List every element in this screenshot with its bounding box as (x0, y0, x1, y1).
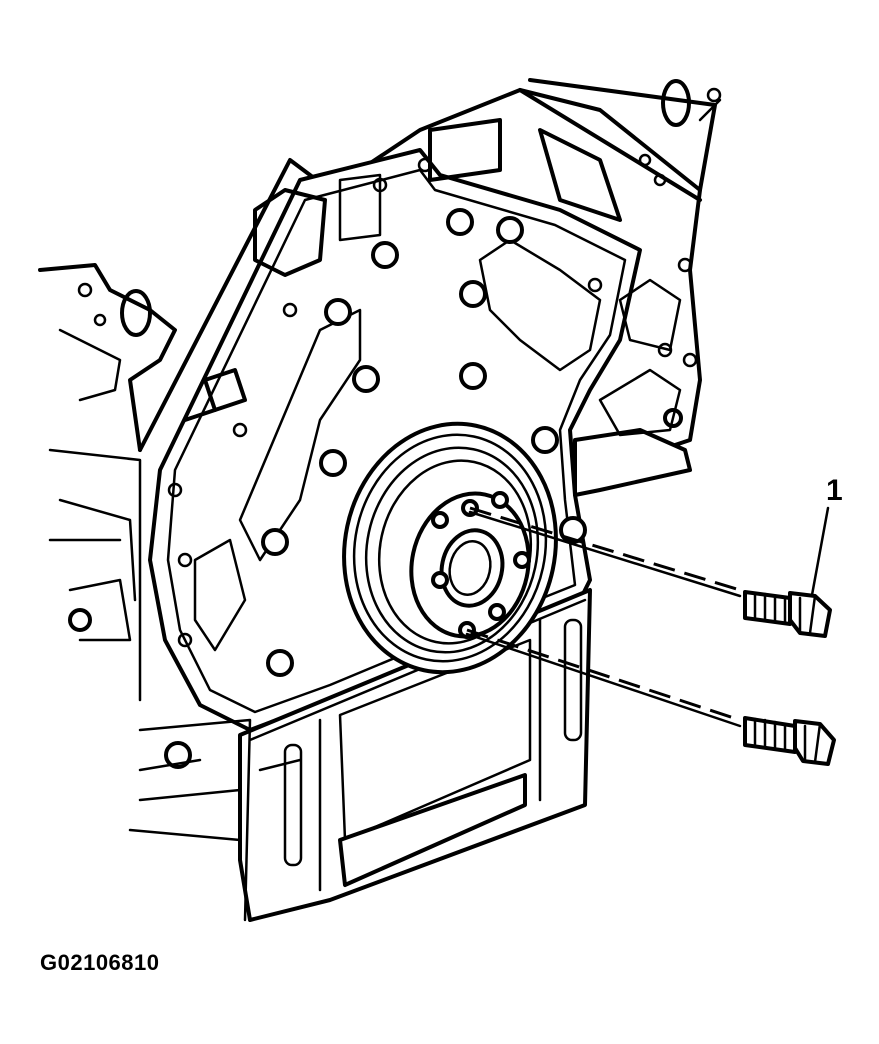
balancer-bolt-lower (743, 716, 836, 766)
bolt-alignment-lines (465, 506, 742, 728)
oil-pan (128, 588, 592, 922)
callout-number: 1 (826, 474, 843, 507)
figure-id-label: G02106810 (40, 950, 160, 975)
crankshaft-balancer (342, 421, 558, 675)
balancer-bolt-upper (743, 590, 832, 638)
cover-bolts (164, 208, 587, 769)
callout-1: 1 (810, 474, 843, 597)
sensor-housing (573, 278, 692, 497)
